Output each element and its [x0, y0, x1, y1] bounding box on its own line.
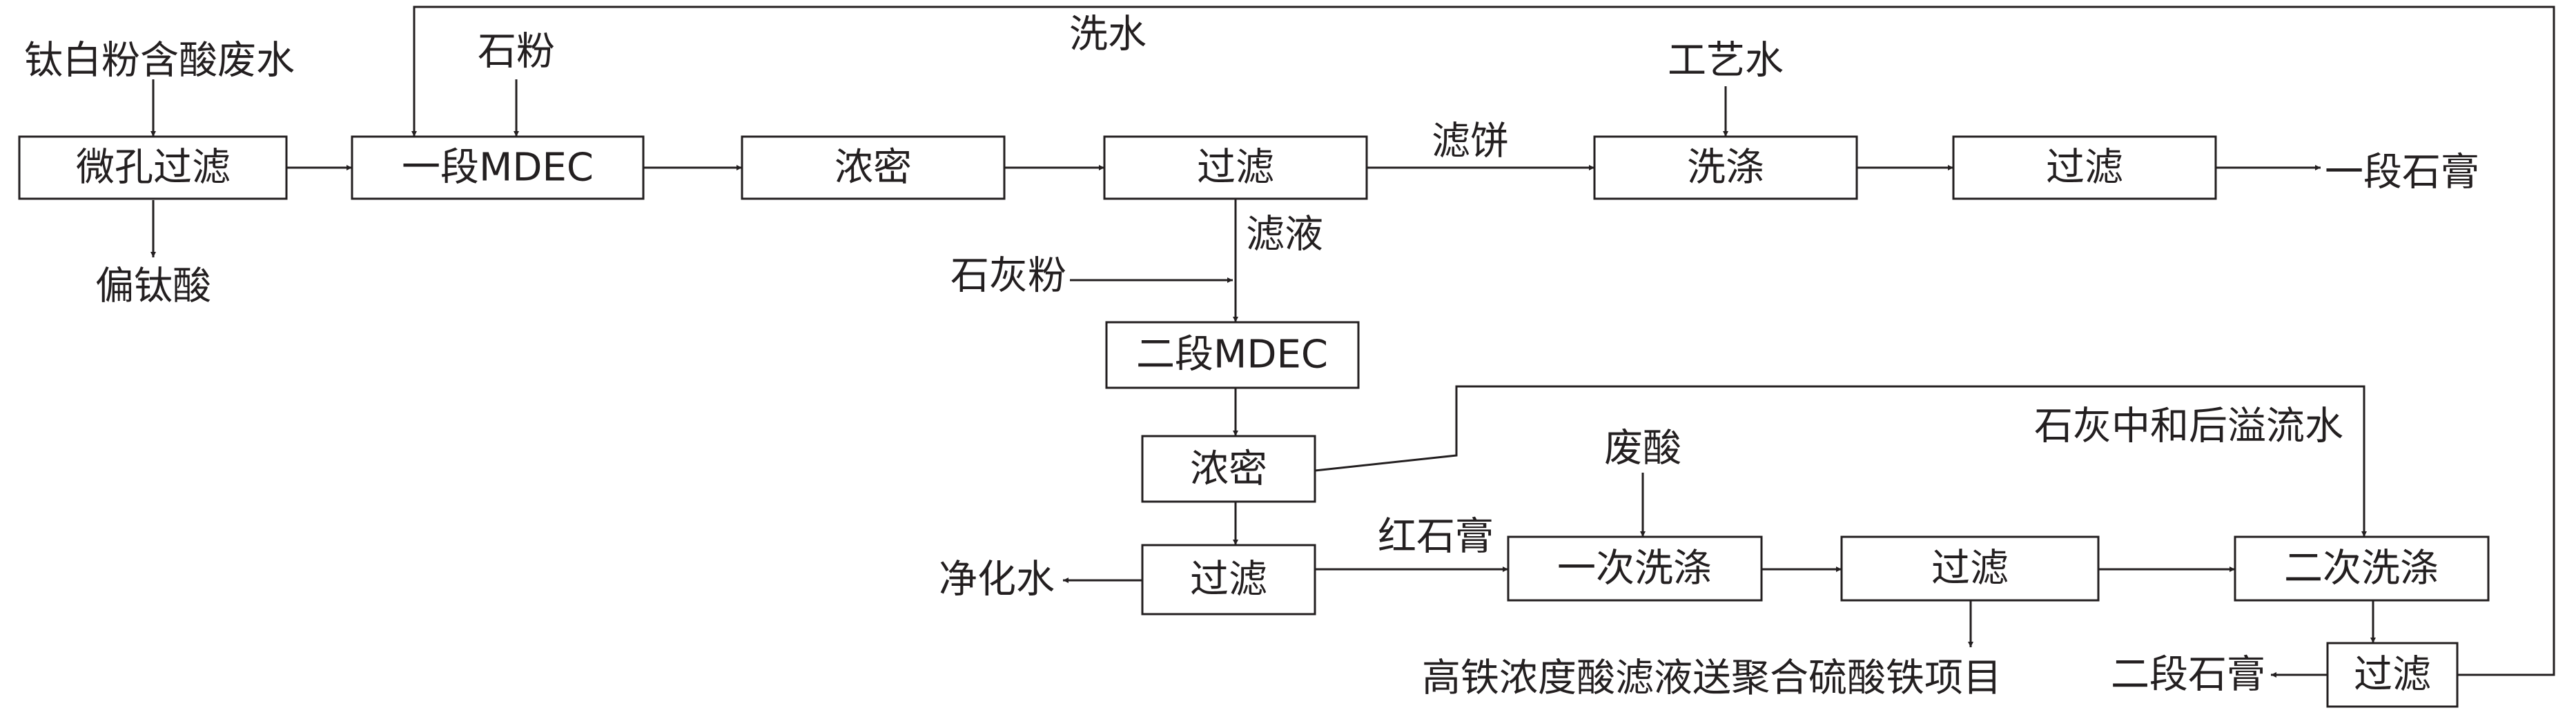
node-thickener2-label: 浓密: [1190, 447, 1267, 492]
label-process-water: 工艺水: [1668, 39, 1784, 83]
connectors: [150, 6, 2555, 678]
label-filtrate: 滤液: [1246, 213, 1323, 257]
label-metatitanic-acid: 偏钛酸: [95, 264, 211, 309]
label-red-gypsum: 红石膏: [1378, 515, 1494, 560]
arrow-wash-water-loop: [411, 6, 2555, 676]
node-filter5: 过滤: [2326, 642, 2459, 708]
node-filter3: 过滤: [1141, 544, 1316, 615]
node-first-wash-label: 一次洗涤: [1557, 546, 1712, 591]
node-second-wash: 二次洗涤: [2234, 535, 2490, 602]
node-filter1-label: 过滤: [1197, 146, 1274, 190]
arrow-overflow-water: [1314, 385, 2367, 537]
node-mdec1: 一段MDEC: [351, 135, 645, 200]
node-mdec2: 二段MDEC: [1105, 321, 1360, 389]
node-mdec2-label: 二段MDEC: [1136, 333, 1328, 377]
label-lime-powder: 石灰粉: [950, 254, 1066, 299]
node-wash-label: 洗涤: [1687, 146, 1764, 190]
node-filter5-label: 过滤: [2354, 653, 2431, 698]
node-thickener1: 浓密: [741, 135, 1006, 200]
node-wash: 洗涤: [1593, 135, 1858, 200]
node-filter2: 过滤: [1952, 135, 2217, 200]
label-gypsum1: 一段石膏: [2325, 150, 2479, 195]
label-feed: 钛白粉含酸废水: [24, 39, 295, 83]
node-micro-filter-label: 微孔过滤: [76, 146, 231, 190]
node-filter2-label: 过滤: [2046, 146, 2123, 190]
node-thickener2: 浓密: [1141, 435, 1316, 503]
label-filter-cake: 滤饼: [1432, 119, 1509, 164]
node-filter3-label: 过滤: [1190, 558, 1267, 602]
node-filter4: 过滤: [1840, 535, 2100, 602]
label-iron-filtrate: 高铁浓度酸滤液送聚合硫酸铁项目: [1422, 656, 2002, 701]
node-thickener1-label: 浓密: [835, 146, 912, 190]
node-mdec1-label: 一段MDEC: [402, 146, 594, 190]
node-first-wash: 一次洗涤: [1507, 535, 1763, 602]
label-purified-water: 净化水: [939, 558, 1055, 602]
node-micro-filter: 微孔过滤: [18, 135, 288, 200]
node-filter1: 过滤: [1103, 135, 1368, 200]
node-filter4-label: 过滤: [1931, 546, 2009, 591]
label-wash-water: 洗水: [1069, 12, 1146, 57]
node-second-wash-label: 二次洗涤: [2284, 546, 2439, 591]
label-waste-acid: 废酸: [1604, 426, 1681, 471]
label-gypsum2: 二段石膏: [2111, 653, 2265, 698]
label-stone-powder: 石粉: [478, 30, 555, 75]
label-overflow: 石灰中和后溢流水: [2034, 404, 2343, 449]
